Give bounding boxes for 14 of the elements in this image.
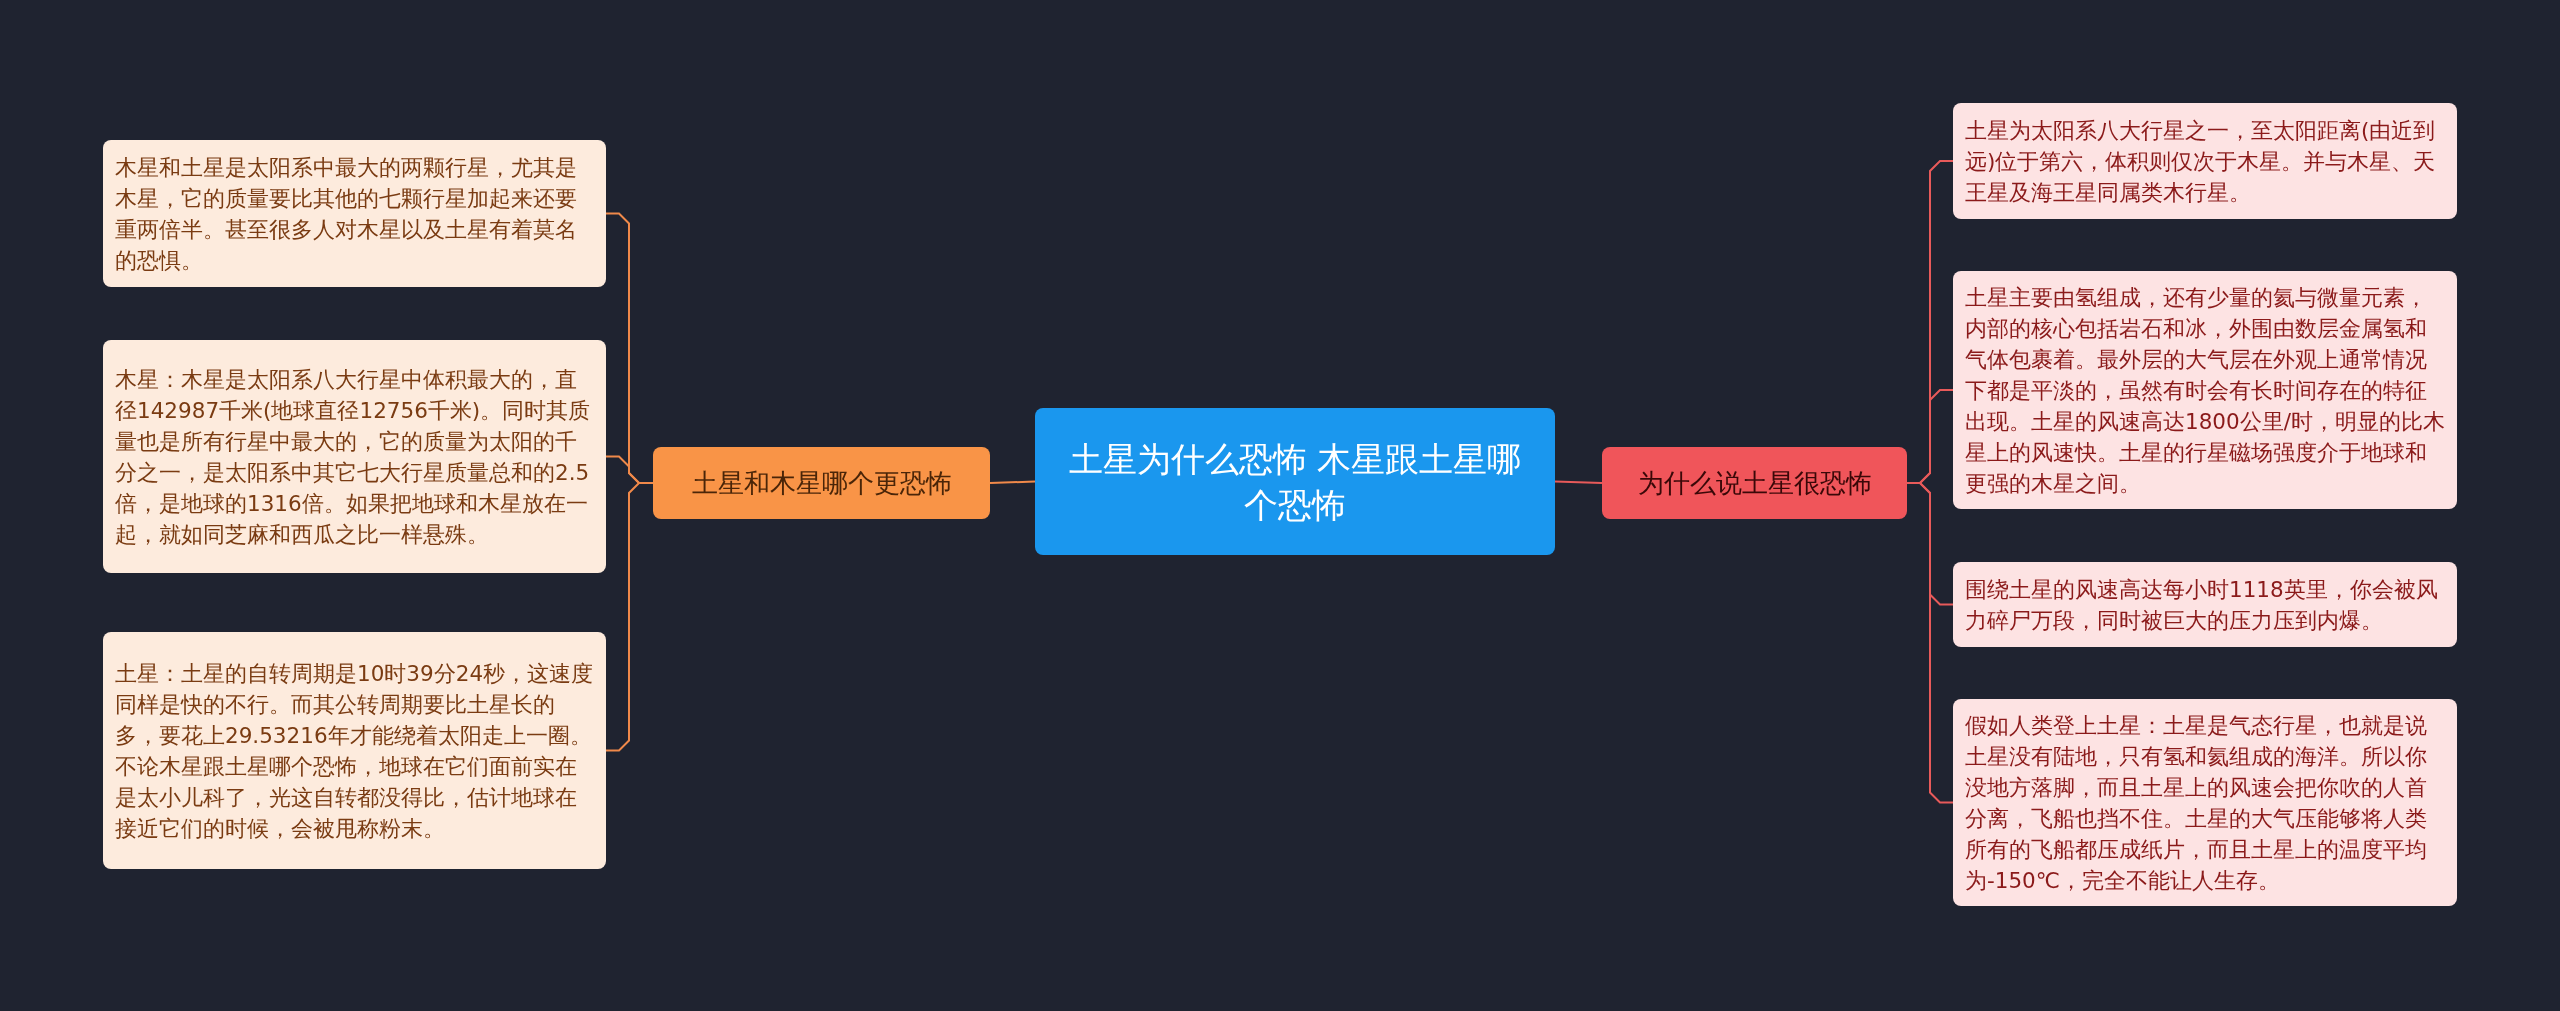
note-card: 土星：土星的自转周期是10时39分24秒，这速度同样是快的不行。而其公转周期要比土星长的多，要花上29.53216年才能绕着太阳走上一圈。不论木星跟土星哪个恐怖，地球在它们面前实在是太小儿科了，光这自转都没得比，估计地球在接近它们的时候，会被甩称粉末。 xyxy=(103,632,606,869)
connector-line xyxy=(605,482,654,752)
note-card: 土星主要由氢组成，还有少量的氦与微量元素，内部的核心包括岩石和冰，外围由数层金属氢和气体包裹着。最外层的大气层在外观上通常情况下都是平淡的，虽然有时会有长时间存在的特征出现。土星的风速高达1800公里/时，明显的比木星上的风速快。土星的行星磁场强度介于地球和更强的木星之间。 xyxy=(1953,271,2457,509)
note-card: 木星：木星是太阳系八大行星中体积最大的，直径142987千米(地球直径12756千米)。同时其质量也是所有行星中最大的，它的质量为太阳的千分之一，是太阳系中其它七大行星质量总和的2.5倍，是地球的1316倍。如果把地球和木星放在一起，就如同芝麻和西瓜之比一样悬殊。 xyxy=(103,340,606,573)
note-card: 木星和土星是太阳系中最大的两颗行星，尤其是木星，它的质量要比其他的七颗行星加起来还要重两倍半。甚至很多人对木星以及土星有着莫名的恐惧。 xyxy=(103,140,606,287)
branch-topic: 土星和木星哪个更恐怖 xyxy=(653,447,990,519)
note-card: 假如人类登上土星：土星是气态行星，也就是说土星没有陆地，只有氢和氦组成的海洋。所以你没地方落脚，而且土星上的风速会把你吹的人首分离，飞船也挡不住。土星的大气压能够将人类所有的飞船都压成纸片，而且土星上的温度平均为-150℃，完全不能让人生存。 xyxy=(1953,699,2457,906)
note-card: 围绕土星的风速高达每小时1118英里，你会被风力碎尸万段，同时被巨大的压力压到内爆。 xyxy=(1953,562,2457,647)
central-topic: 土星为什么恐怖 木星跟土星哪个恐怖 xyxy=(1035,408,1555,555)
branch-topic: 为什么说土星很恐怖 xyxy=(1602,447,1907,519)
connector-line xyxy=(1554,480,1603,484)
connector-line xyxy=(1906,482,1954,804)
note-card: 土星为太阳系八大行星之一，至太阳距离(由近到远)位于第六，体积则仅次于木星。并与木星、天王星及海王星同属类木行星。 xyxy=(1953,103,2457,219)
connector-line xyxy=(989,480,1036,484)
